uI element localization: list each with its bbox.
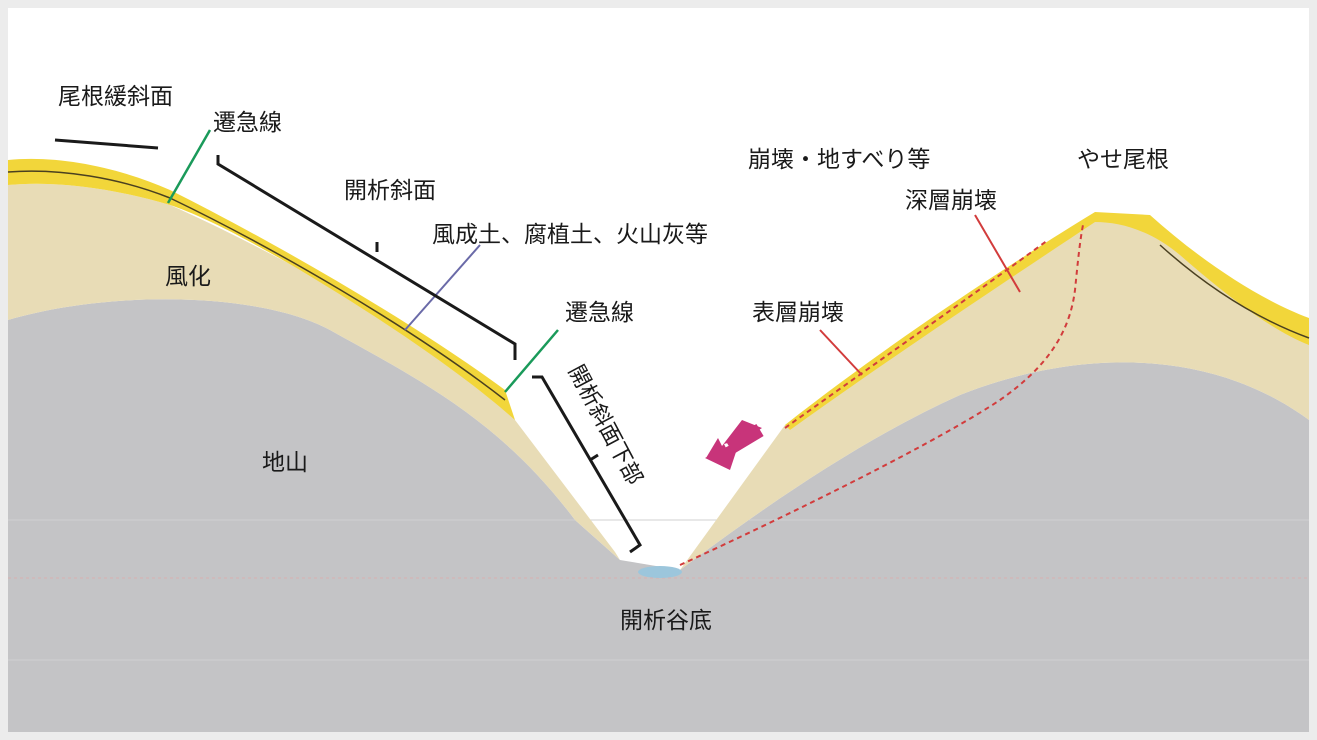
weathered-layer-right <box>680 216 1309 570</box>
dissected-slope-bracket <box>216 155 517 360</box>
label-surface-soils: 風成土、腐植土、火山灰等 <box>432 222 708 248</box>
label-ridge-gentle-slope: 尾根緩斜面 <box>58 84 173 110</box>
label-knickline-lower: 遷急線 <box>565 300 634 326</box>
lower-slope-bracket-tick <box>589 453 599 462</box>
soil-line-right <box>1159 244 1310 339</box>
surface-collapse-leader <box>819 329 863 376</box>
label-deep-collapse: 深層崩壊 <box>905 188 997 214</box>
collapse-arrow-shaft <box>726 423 764 455</box>
soil-line-left <box>7 170 506 401</box>
label-weathered: 風化 <box>165 264 211 290</box>
knickline-lower-leader <box>504 329 559 393</box>
label-dissected-slope: 開析斜面 <box>344 178 436 204</box>
bedrock-layer <box>8 299 1309 732</box>
valley-water <box>638 566 682 578</box>
label-knickline-upper: 遷急線 <box>213 110 282 136</box>
deep-collapse-leader <box>974 214 1021 293</box>
ridge-marker-line <box>54 138 159 150</box>
label-surface-collapse: 表層崩壊 <box>752 300 844 326</box>
surface-collapse-dashed <box>784 239 1049 429</box>
soil-leader-line <box>404 244 481 331</box>
label-collapse-landslide: 崩壊・地すべり等 <box>748 147 930 173</box>
label-valley-bottom: 開析谷底 <box>620 608 712 634</box>
label-thin-ridge: やせ尾根 <box>1077 147 1169 173</box>
label-bedrock: 地山 <box>262 450 308 476</box>
weathered-layer-left <box>8 183 620 561</box>
knickline-upper-leader <box>166 129 212 204</box>
